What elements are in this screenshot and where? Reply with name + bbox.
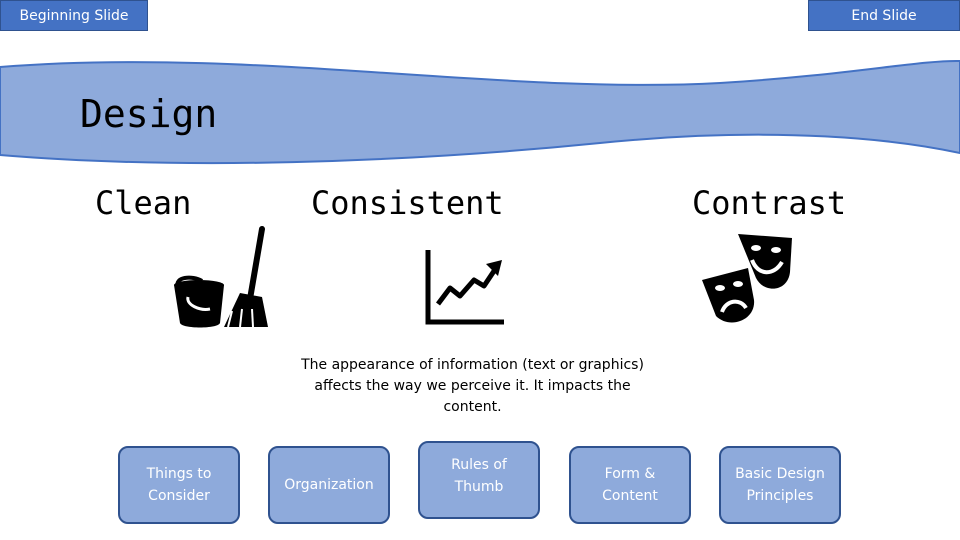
rules-of-thumb-button[interactable]: Rules of Thumb	[418, 441, 540, 519]
heading-consistent: Consistent	[311, 184, 504, 222]
bucket-mop-icon	[174, 226, 268, 328]
theater-masks-icon	[702, 234, 792, 323]
beginning-slide-button[interactable]: Beginning Slide	[0, 0, 148, 31]
end-slide-button[interactable]: End Slide	[808, 0, 960, 31]
heading-clean: Clean	[95, 184, 192, 222]
tile-label: Form & Content	[602, 466, 658, 504]
organization-button[interactable]: Organization	[268, 446, 390, 524]
basic-design-principles-button[interactable]: Basic Design Principles	[719, 446, 841, 524]
tile-label: Organization	[284, 477, 374, 493]
tile-label: Rules of Thumb	[451, 457, 507, 495]
things-to-consider-button[interactable]: Things to Consider	[118, 446, 240, 524]
tile-label: Things to Consider	[146, 466, 212, 504]
form-content-button[interactable]: Form & Content	[569, 446, 691, 524]
end-slide-label: End Slide	[851, 7, 917, 24]
heading-contrast: Contrast	[692, 184, 847, 222]
beginning-slide-label: Beginning Slide	[19, 7, 129, 24]
description-text: The appearance of information (text or g…	[301, 357, 644, 415]
line-chart-icon	[425, 250, 504, 325]
tile-label: Basic Design Principles	[735, 466, 825, 504]
page-title: Design	[80, 92, 218, 136]
